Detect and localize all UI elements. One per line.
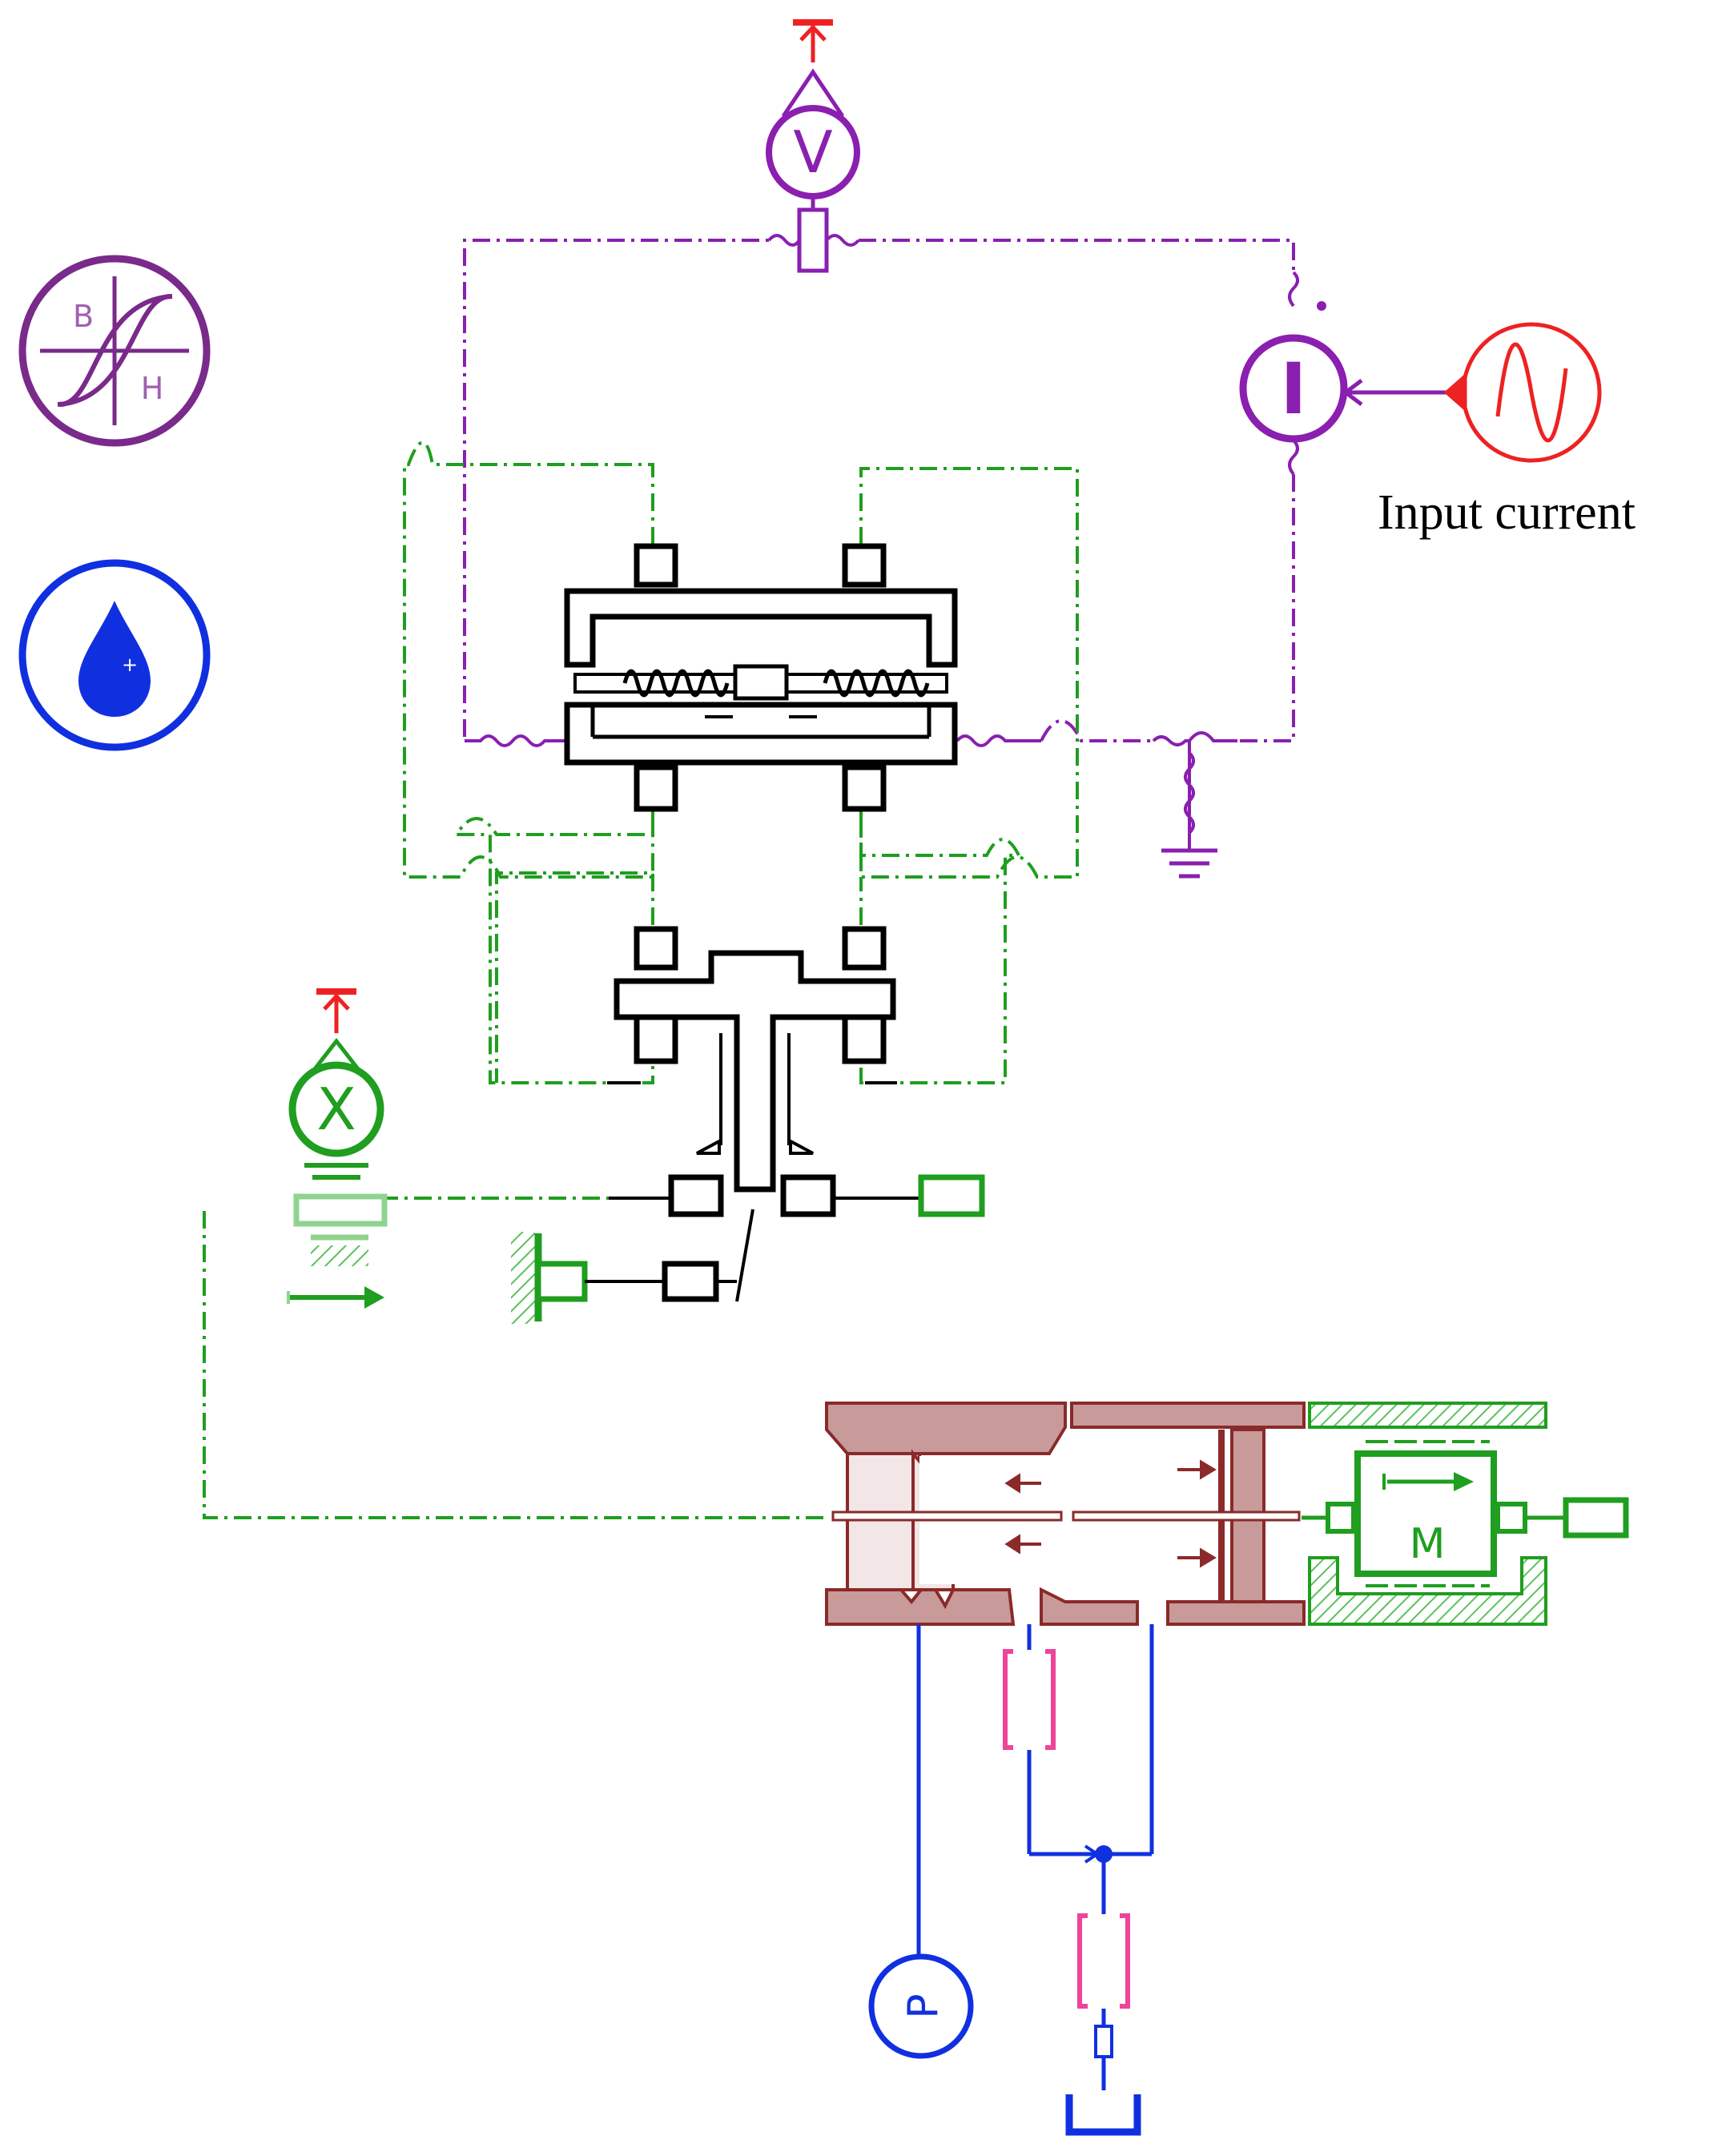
voltmeter: V [766,19,860,273]
mech-port-right-top [918,1174,985,1217]
pressure-source: P [868,1953,974,2059]
torque-motor [564,543,958,812]
ground-icon [1161,741,1217,879]
mass-label: M [1410,1520,1446,1568]
voltmeter-label: V [793,119,832,186]
bh-h-label: H [141,371,164,406]
bh-b-label: B [73,299,94,334]
tank-icon [1065,2094,1141,2136]
svg-text:+: + [122,654,138,676]
mass-block: M [1302,1402,1629,1626]
spring-anchor [511,1232,737,1324]
current-source: I [1239,301,1450,443]
pressure-source-label: P [899,1993,948,2018]
bh-curve-icon: B H [18,255,211,447]
input-current-label: Input current [1378,485,1636,540]
orifice-1 [1003,1649,1056,1750]
orifice-2 [1077,1913,1130,2009]
fluid-drop-icon: + [18,559,211,751]
position-sensor: X [287,988,388,1309]
flapper-armature [607,926,921,1302]
electrical-wiring [463,234,1299,747]
hydraulic-lines [916,1624,1154,2090]
sine-wave-icon [1443,322,1602,463]
position-sensor-label: X [316,1076,356,1143]
current-source-label: I [1281,348,1307,430]
spool-valve [825,1402,1306,1626]
